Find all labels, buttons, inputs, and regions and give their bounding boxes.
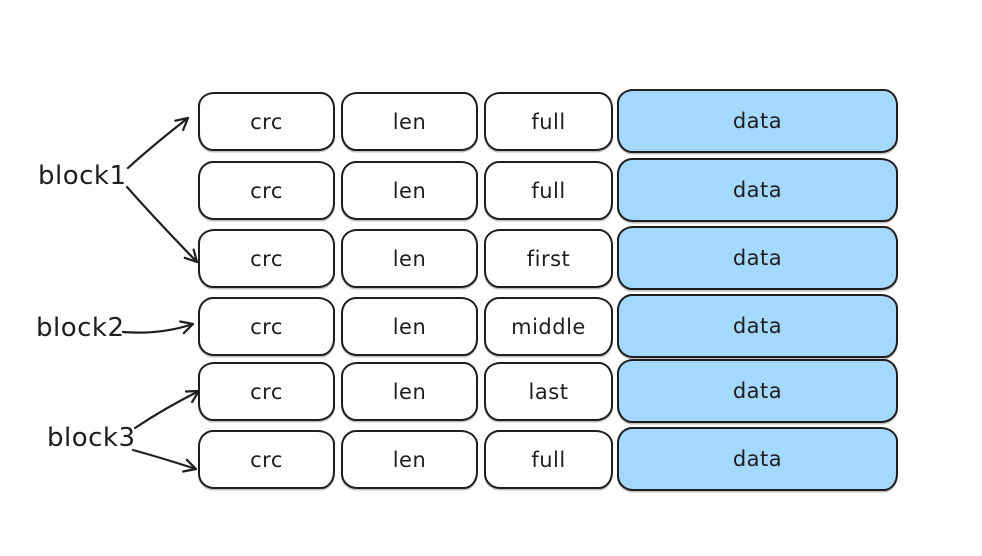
fragment-type-cell: first — [484, 229, 613, 288]
crc-cell: crc — [198, 161, 335, 220]
fragment-type-cell: middle — [484, 297, 613, 356]
len-cell: len — [341, 430, 478, 489]
len-cell: len — [341, 92, 478, 151]
fragment-type-cell: full — [484, 92, 613, 151]
block1-label: block1 — [38, 161, 127, 191]
record-row-6: crc len full data — [0, 427, 982, 491]
len-cell: len — [341, 229, 478, 288]
data-cell: data — [617, 427, 898, 491]
data-cell: data — [617, 359, 898, 423]
data-cell: data — [617, 89, 898, 153]
crc-cell: crc — [198, 362, 335, 421]
record-row-2: crc len full data — [0, 158, 982, 222]
record-row-5: crc len last data — [0, 359, 982, 423]
data-cell: data — [617, 226, 898, 290]
len-cell: len — [341, 161, 478, 220]
record-row-3: crc len first data — [0, 226, 982, 290]
block2-label: block2 — [36, 313, 125, 343]
data-cell: data — [617, 158, 898, 222]
block3-label: block3 — [47, 423, 136, 453]
fragment-type-cell: last — [484, 362, 613, 421]
fragment-type-cell: full — [484, 161, 613, 220]
crc-cell: crc — [198, 297, 335, 356]
crc-cell: crc — [198, 229, 335, 288]
record-row-1: crc len full data — [0, 89, 982, 153]
record-row-4: crc len middle data — [0, 294, 982, 358]
crc-cell: crc — [198, 92, 335, 151]
fragment-type-cell: full — [484, 430, 613, 489]
len-cell: len — [341, 362, 478, 421]
crc-cell: crc — [198, 430, 335, 489]
len-cell: len — [341, 297, 478, 356]
data-cell: data — [617, 294, 898, 358]
